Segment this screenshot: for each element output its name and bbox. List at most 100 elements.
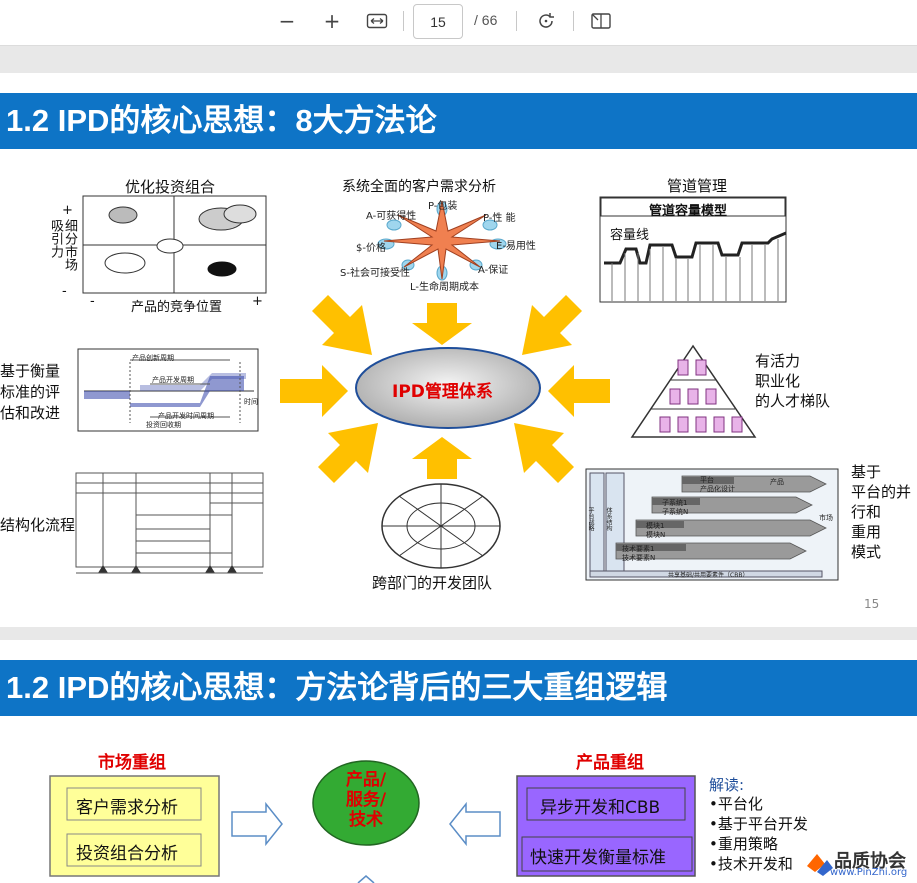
product-item-box [526,787,686,821]
fit-width-button[interactable] [361,7,393,35]
market-item: 客户需求分析 [76,798,178,818]
pdf-toolbar: − + / 66 [0,0,917,46]
rotate-button[interactable] [530,7,562,35]
need-package: P-包装 [428,201,458,212]
market-item-box [66,787,202,821]
watermark-name: 品质协会 [834,851,906,872]
fit-width-icon [366,13,388,29]
platform-mini-label: 产品化设计 [700,485,735,493]
arrow-top-left [312,295,372,355]
page-view-button[interactable] [585,7,617,35]
platform-mini-label: 产品 [770,478,784,486]
metrics-label: 基于衡量 标准的评 估和改进 [0,361,60,424]
market-heading: 市场重组 [98,753,166,773]
rotate-icon [539,13,554,28]
watermark-logo [807,854,833,876]
page-number-input[interactable] [413,4,463,39]
platform-label-line: 重用 [851,523,882,541]
platform-mini-label: 共享基础/共用要素件（CBB） [668,572,749,579]
product-item: 异步开发和CBB [540,798,661,818]
talent-label: 有活力 职业化 的人才梯队 [755,351,830,411]
yellow-arrows [280,295,610,483]
center-label-line: 技术 [349,810,383,830]
platform-mini-label: 模块N [646,531,666,539]
platform-label: 基于 平台的并 行和 重用 模式 [851,462,911,562]
arrow-bottom-right [514,423,574,483]
process-label: 结构化流程 [0,516,76,534]
arrow-bottom [412,437,472,479]
portfolio-minus-x: - [90,294,95,309]
pipeline-box-title: 管道容量模型 [649,204,728,219]
left-hollow-arrow [449,801,501,847]
portfolio-matrix [82,195,267,294]
center-label: IPD管理体系 [392,382,493,402]
interpret-title: 解读: [709,776,745,794]
metrics-chart [77,348,259,432]
center-label-line: 服务/ [345,790,387,810]
market-item: 投资组合分析 [76,844,178,864]
interpret-item: •基于平台开发 [709,815,808,833]
arrow-right [548,365,610,417]
platform-label-line: 平台的并 [851,483,912,501]
up-chevron-icon [357,875,375,883]
pipeline-chart [599,196,787,303]
portfolio-plus-y: + [62,203,73,218]
team-label: 跨部门的开发团队 [372,574,493,592]
center-label: 产品/ 服务/ 技术 [326,770,406,830]
product-heading: 产品重组 [576,753,644,773]
arrow-left [280,365,348,417]
plus-icon: + [323,9,341,33]
pipeline-title: 管道管理 [667,177,728,195]
market-item-box [66,833,202,867]
arrow-bottom-left [318,423,378,483]
watermark-url: www.PinZhi.org [830,867,908,878]
talent-label-line: 的人才梯队 [755,392,831,410]
need-availability: A-可获得性 [366,211,417,222]
product-item-box [521,836,693,872]
platform-label-line: 模式 [851,543,882,561]
platform-diagram [585,468,839,581]
portfolio-x-axis-label: 产品的竞争位置 [131,300,223,315]
platform-mini-label: 技术要素N [622,554,656,562]
need-price: $-价格 [356,243,386,254]
metrics-mini-label: 产品开发时间周期 [158,412,214,420]
process-gantt [75,472,264,574]
metrics-mini-label: 时间 [244,398,258,406]
metrics-mini-label: 产品创新周期 [132,354,174,362]
needs-title: 系统全面的客户需求分析 [342,179,496,195]
zoom-in-button[interactable]: + [316,7,348,35]
platform-mini-label: 体系结构 [605,507,612,531]
need-lifecycle-cost: L-生命周期成本 [410,282,480,293]
pdf-page-15: 1.2 IPD的核心思想：8大方法论 [0,73,917,627]
platform-label-line: 基于 [851,463,882,481]
metrics-mini-label: 投资回收期 [146,421,181,429]
pipeline-capacity-label: 容量线 [610,228,650,243]
portfolio-plus-x: + [252,294,263,309]
platform-mini-label: 子系统1 [662,499,688,507]
metrics-label-line: 标准的评 [0,383,61,401]
platform-mini-label: 平台 [700,476,714,484]
portfolio-title: 优化投资组合 [125,178,216,196]
platform-mini-label: 平台战略 [587,507,594,531]
interpret-list: •平台化 •基于平台开发 •重用策略 •技术开发和 [709,794,808,874]
portfolio-minus-y: - [62,284,67,299]
zoom-out-button[interactable]: − [271,7,303,35]
portfolio-y-axis-label: 细分市场吸引力 [48,219,77,271]
metrics-mini-label: 产品开发周期 [152,376,194,384]
slide-title: 1.2 IPD的核心思想：8大方法论 [0,93,917,149]
interpret-item: •重用策略 [709,835,778,853]
need-assurance: A-保证 [478,265,509,276]
metrics-label-line: 基于衡量 [0,362,61,380]
right-hollow-arrow [231,801,283,847]
method-diagram [75,195,839,581]
center-ellipse [355,347,541,429]
platform-mini-label: 模块1 [646,522,665,530]
center-green-oval [312,760,420,846]
reorg-diagram [49,760,833,883]
arrow-top [412,303,472,345]
toolbar-divider [516,11,517,31]
platform-mini-label: 市场 [819,514,833,522]
arrow-top-right [522,295,582,355]
page-number-label: 15 [864,597,880,611]
toolbar-divider [573,11,574,31]
